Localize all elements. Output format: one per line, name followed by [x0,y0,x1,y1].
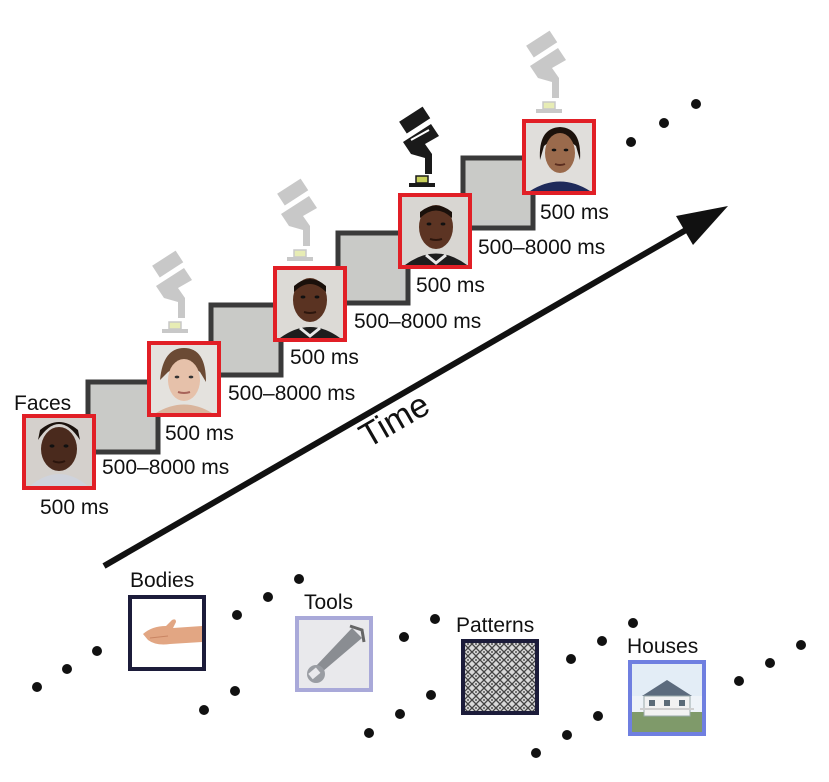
isi-duration-label: 500–8000 ms [354,310,481,333]
house-photo [632,664,702,732]
face-photo [402,197,468,265]
blank-frame [208,302,284,378]
response-button-hand-icon [152,250,192,333]
tools-stimulus [295,616,373,692]
patterns-label: Patterns [456,614,534,637]
tools-label: Tools [304,591,353,614]
face-stimulus [398,193,472,269]
faces-label: Faces [14,392,71,415]
blank-frame [335,230,411,306]
face-photo [151,345,217,413]
time-arrow [102,206,728,569]
stimulus-duration-label: 500 ms [40,496,109,519]
face-photo [526,123,592,191]
face-stimulus [273,266,347,342]
face-stimulus [522,119,596,195]
response-button-hand-icon [399,106,439,187]
face-photo [26,418,92,486]
isi-duration-label: 500–8000 ms [228,382,355,405]
hand-photo [143,619,202,645]
stimulus-duration-label: 500 ms [165,422,234,445]
response-button-hand-icon [277,178,317,261]
stimulus-duration-label: 500 ms [540,201,609,224]
face-photo [277,270,343,338]
houses-stimulus [628,660,706,736]
bodies-stimulus [128,595,206,671]
face-stimulus [147,341,221,417]
category-dots [32,574,806,758]
continuation-dots [626,99,701,147]
isi-duration-label: 500–8000 ms [102,456,229,479]
isi-duration-label: 500–8000 ms [478,236,605,259]
patterns-stimulus [461,639,539,715]
bodies-label: Bodies [130,569,194,592]
response-button-hand-icon [526,30,566,113]
face-stimulus [22,414,96,490]
wrench-photo [307,624,366,683]
stimulus-duration-label: 500 ms [290,346,359,369]
pattern-texture [465,643,535,711]
stimulus-duration-label: 500 ms [416,274,485,297]
houses-label: Houses [627,635,698,658]
